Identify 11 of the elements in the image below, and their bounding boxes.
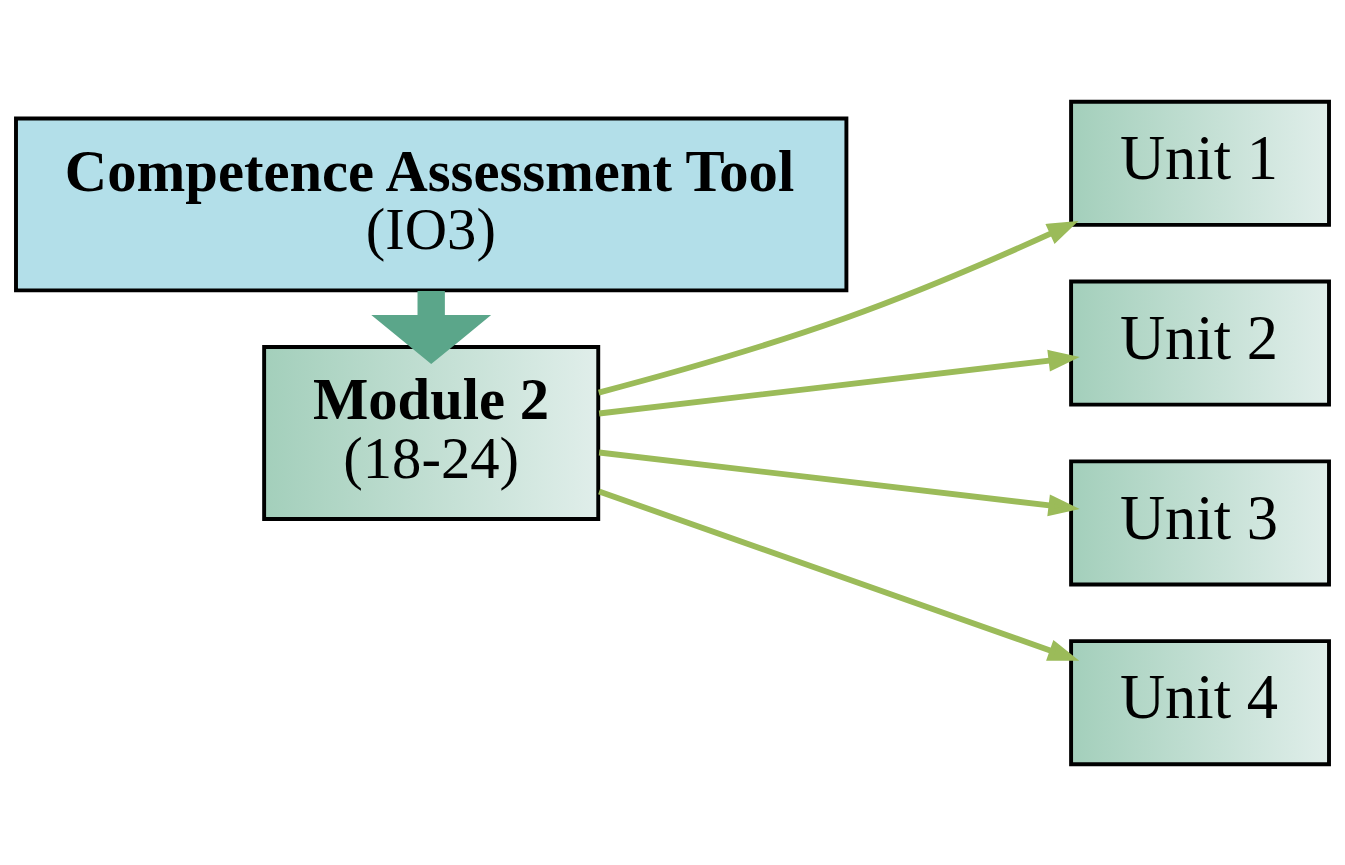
node-box: Unit 1 bbox=[1069, 99, 1331, 227]
arrow bbox=[597, 220, 1079, 395]
arrow bbox=[598, 488, 1080, 661]
node-box: Unit 3 bbox=[1069, 458, 1331, 586]
arrow bbox=[598, 349, 1080, 416]
node-box: Module 2 (18-24) bbox=[262, 344, 601, 521]
node-box: Unit 4 bbox=[1069, 638, 1331, 766]
arrow bbox=[598, 449, 1080, 516]
node-box: Unit 2 bbox=[1069, 279, 1331, 407]
arrow bbox=[371, 290, 492, 364]
node-box: Competence Assessment Tool (IO3) bbox=[14, 115, 849, 292]
